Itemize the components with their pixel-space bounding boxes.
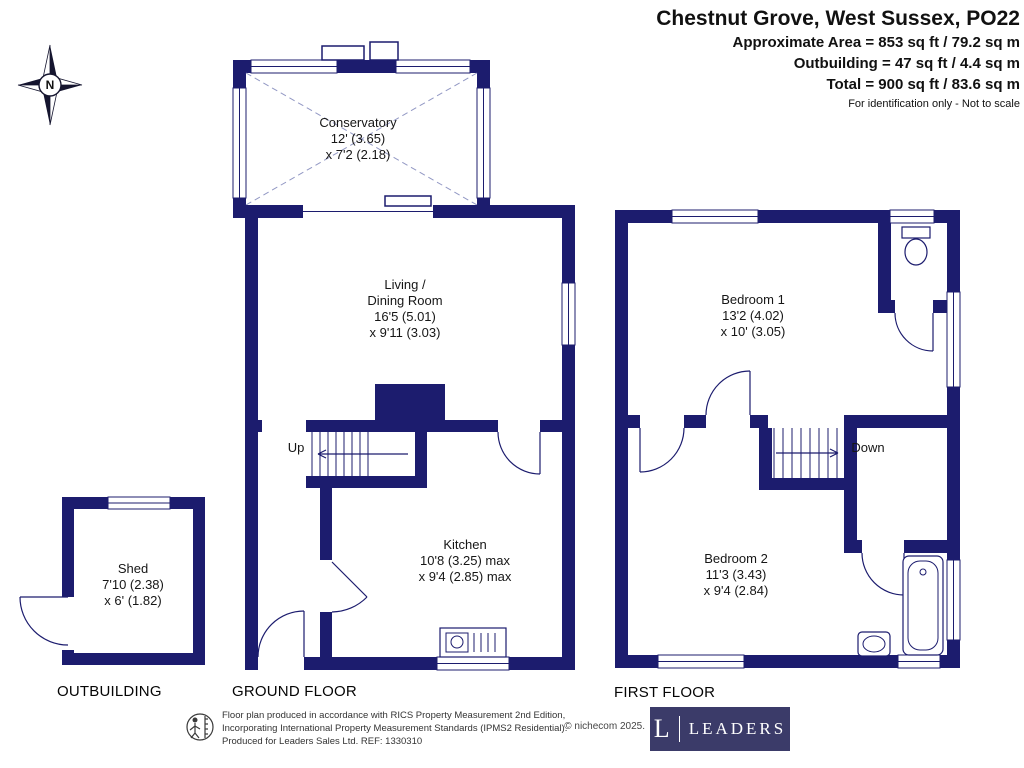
copyright-notice: © nichecom 2025. xyxy=(564,721,645,732)
property-title: Chestnut Grove, West Sussex, PO22 xyxy=(656,7,1020,30)
ground-floor-section-label: GROUND FLOOR xyxy=(232,683,357,700)
rics-measurement-icon xyxy=(186,713,214,741)
ground-floor-walls xyxy=(245,205,575,670)
kitchen-label: Kitchen 10'8 (3.25) max x 9'4 (2.85) max xyxy=(418,537,512,584)
wc-door xyxy=(894,300,934,352)
toilet-icon xyxy=(901,226,931,266)
chimney-breast xyxy=(375,384,445,420)
conservatory-label: Conservatory 12' (3.65) x 7'2 (2.18) xyxy=(319,115,397,162)
first-floor-windows xyxy=(657,209,961,669)
sink-unit-icon xyxy=(439,627,507,658)
first-floor-section-label: FIRST FLOOR xyxy=(614,684,716,701)
bathroom-door xyxy=(861,540,905,596)
basin-icon xyxy=(857,631,891,657)
leaders-logo: L LEADERS xyxy=(650,707,790,751)
first-floor-plan xyxy=(615,209,961,669)
stairs-down-label: Down xyxy=(851,440,885,455)
bedroom1-label: Bedroom 1 13'2 (4.02) x 10' (3.05) xyxy=(720,292,786,339)
ground-interior-walls xyxy=(258,420,575,657)
bedroom2-door xyxy=(639,415,685,473)
conservatory-windows xyxy=(232,41,491,199)
kitchen-door xyxy=(497,431,541,475)
bedroom2-label: Bedroom 2 11'3 (3.43) x 9'4 (2.84) xyxy=(703,551,769,598)
compass-icon xyxy=(17,44,83,126)
footer-disclaimer: Floor plan produced in accordance with R… xyxy=(222,710,568,747)
header: Chestnut Grove, West Sussex, PO22 Approx… xyxy=(656,6,1020,110)
total-area: Total = 900 sq ft / 83.6 sq m xyxy=(826,76,1020,93)
stairwell-opening xyxy=(768,415,844,428)
bedroom1-door xyxy=(705,370,751,428)
outbuilding-area: Outbuilding = 47 sq ft / 4.4 sq m xyxy=(793,55,1020,72)
kitchen-window xyxy=(436,656,510,671)
stairs-down xyxy=(773,428,839,478)
outbuilding-section-label: OUTBUILDING xyxy=(57,683,162,700)
leaders-logo-divider xyxy=(678,716,680,742)
stairs-up-label: Up xyxy=(287,440,305,455)
shed-door xyxy=(19,596,69,646)
compass-north-label: N xyxy=(45,78,55,92)
shed-label: Shed 7'10 (2.38) x 6' (1.82) xyxy=(102,561,164,608)
front-door xyxy=(257,610,305,670)
shed-window xyxy=(107,496,171,510)
hall-kitchen-door xyxy=(320,560,368,613)
shed-plan xyxy=(19,496,205,665)
identification-disclaimer: For identification only - Not to scale xyxy=(848,98,1020,110)
living-window xyxy=(561,282,576,346)
leaders-logo-name: LEADERS xyxy=(688,719,787,738)
bathtub-icon xyxy=(902,555,944,656)
conservatory-roof-line xyxy=(245,72,478,206)
leaders-logo-letter: L xyxy=(653,714,670,743)
patio-door xyxy=(303,195,433,218)
approximate-area: Approximate Area = 853 sq ft / 79.2 sq m xyxy=(732,34,1020,51)
ground-floor-plan xyxy=(232,41,576,671)
living-dining-label: Living / Dining Room 16'5 (5.01) x 9'11 … xyxy=(367,277,443,340)
stairs-up xyxy=(311,432,408,476)
